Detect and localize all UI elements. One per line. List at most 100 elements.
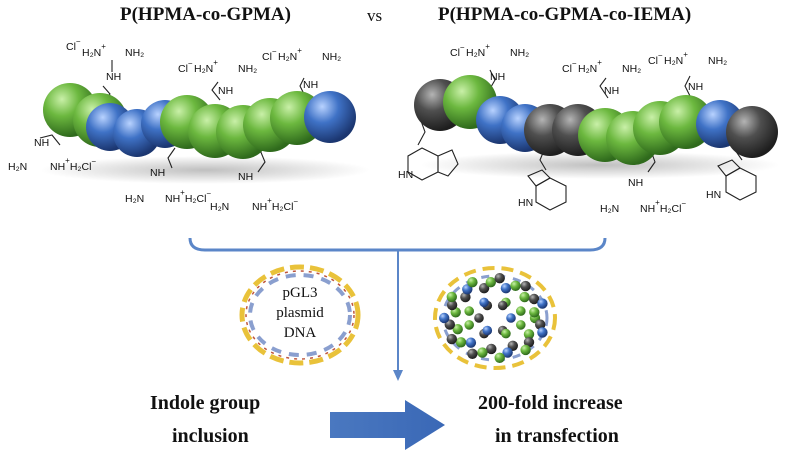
svg-text:NH: NH — [218, 85, 233, 97]
svg-text:H₂N+: H₂N+ — [664, 50, 688, 67]
indole-group: HN — [518, 169, 567, 211]
indole-group: HN — [706, 159, 757, 201]
dna-strand-yellow — [239, 264, 361, 366]
caption-left-line2: inclusion — [172, 425, 249, 447]
polyplex — [433, 266, 557, 370]
polyplex-bead — [446, 333, 457, 345]
indole-group: HN — [398, 147, 459, 181]
svg-text:NH: NH — [628, 177, 643, 189]
svg-text:NH: NH — [688, 81, 703, 93]
polyplex-bead — [523, 329, 535, 340]
polyplex-bead — [474, 313, 484, 323]
svg-text:Cl−: Cl− — [66, 37, 81, 53]
polyplex-bead — [446, 299, 458, 311]
guanidinium-group: NH H₂N NH+H₂Cl− — [600, 177, 686, 215]
svg-text:NH: NH — [303, 79, 318, 91]
svg-text:NH+H₂Cl−: NH+H₂Cl− — [640, 198, 686, 215]
svg-text:NH+H₂Cl−: NH+H₂Cl− — [252, 196, 298, 213]
polyplex-bead — [519, 291, 530, 303]
guanidinium-group: NH H₂N NH+H₂Cl− — [210, 171, 298, 213]
dna-strand-yellow — [433, 266, 557, 370]
svg-text:NH: NH — [34, 137, 49, 149]
polyplex-bead — [465, 337, 477, 348]
bond — [684, 75, 691, 97]
guanidinium-group: NH H₂N NH+H₂Cl− — [8, 137, 96, 173]
blue-bead — [304, 91, 356, 143]
svg-text:H₂N+: H₂N+ — [82, 42, 106, 59]
svg-text:Cl−: Cl− — [450, 43, 465, 59]
svg-text:H₂N+: H₂N+ — [194, 58, 218, 75]
guanidinium-group: Cl− H₂N+ NH₂ NH — [178, 58, 257, 97]
polyplex-bead — [455, 337, 467, 348]
svg-text:NH: NH — [238, 171, 253, 183]
bond — [39, 134, 61, 146]
svg-text:H₂N+: H₂N+ — [578, 58, 602, 75]
polyplex-bead — [477, 347, 488, 358]
dna-label-line1: pGL3 — [283, 285, 318, 301]
polyplex-bead — [478, 283, 490, 294]
polyplex-bead — [520, 344, 531, 356]
guanidinium-group: Cl− H₂N+ NH₂ NH — [648, 50, 727, 93]
polyplex-bead — [516, 306, 526, 316]
polyplex-bead — [467, 277, 478, 288]
pyrrole-ring — [437, 149, 459, 177]
svg-text:HN: HN — [518, 197, 533, 209]
polyplex-bead — [439, 312, 450, 324]
polyplex-bead — [497, 300, 508, 311]
polyplex-bead — [516, 320, 526, 330]
svg-text:Cl−: Cl− — [262, 47, 277, 63]
polyplex-bead — [528, 293, 540, 305]
right-polymer: Cl− H₂N+ NH₂ NH Cl− H₂N+ NH₂ NH Cl− H₂N+… — [398, 42, 780, 215]
svg-text:NH+H₂Cl−: NH+H₂Cl− — [165, 188, 211, 205]
polyplex-bead — [537, 327, 548, 338]
svg-text:NH₂: NH₂ — [238, 63, 257, 75]
dna-label-line3: DNA — [284, 325, 317, 341]
bond — [167, 147, 176, 169]
caption-right-line1: 200-fold increase — [478, 392, 623, 414]
polyplex-bead — [506, 313, 516, 323]
pyrrole-ring — [717, 159, 741, 177]
polyplex-bead — [520, 280, 531, 292]
polyplex-bead — [537, 298, 548, 309]
plasmid-dna: pGL3 plasmid DNA — [239, 264, 361, 366]
svg-text:H₂N+: H₂N+ — [466, 42, 490, 59]
polyplex-bead — [500, 283, 512, 294]
svg-text:NH₂: NH₂ — [708, 55, 727, 67]
svg-text:H₂N+: H₂N+ — [278, 46, 302, 63]
polyplex-bead — [479, 297, 489, 308]
polyplex-bead — [460, 291, 471, 303]
left-polymer-title: P(HPMA-co-GPMA) — [120, 4, 291, 25]
svg-text:NH: NH — [490, 71, 505, 83]
guanidinium-group: Cl− H₂N+ NH₂ NH — [262, 46, 341, 91]
svg-text:NH₂: NH₂ — [322, 51, 341, 63]
svg-text:H₂N: H₂N — [210, 201, 229, 213]
polyplex-bead — [464, 320, 474, 330]
svg-text:H₂N: H₂N — [600, 203, 619, 215]
guanidinium-group: Cl− H₂N+ NH₂ NH — [562, 58, 641, 97]
bond — [257, 149, 266, 173]
polyplex-bead — [467, 348, 478, 359]
down-arrow-head — [393, 370, 403, 381]
polyplex-bead — [452, 324, 463, 335]
svg-text:H₂N: H₂N — [125, 193, 144, 205]
gray-bead — [726, 106, 778, 158]
right-chain-shadow — [420, 151, 780, 179]
bond — [211, 81, 221, 101]
polyplex-bead — [486, 343, 497, 355]
bond — [599, 77, 609, 99]
svg-text:Cl−: Cl− — [178, 59, 193, 75]
svg-text:NH: NH — [150, 167, 165, 179]
polyplex-bead — [529, 307, 540, 318]
polyplex-bead — [485, 277, 496, 288]
caption-left-line1: Indole group — [150, 392, 261, 414]
svg-text:NH₂: NH₂ — [622, 63, 641, 75]
polyplex-bead — [482, 325, 493, 336]
polyplex-bead — [464, 306, 474, 316]
guanidinium-group: NH H₂N NH+H₂Cl− — [125, 167, 211, 205]
svg-text:Cl−: Cl− — [562, 59, 577, 75]
polyplex-bead — [446, 291, 457, 303]
left-chain-shadow — [40, 156, 370, 184]
pyrrole-ring — [527, 169, 551, 187]
polyplex-bead — [510, 280, 521, 291]
